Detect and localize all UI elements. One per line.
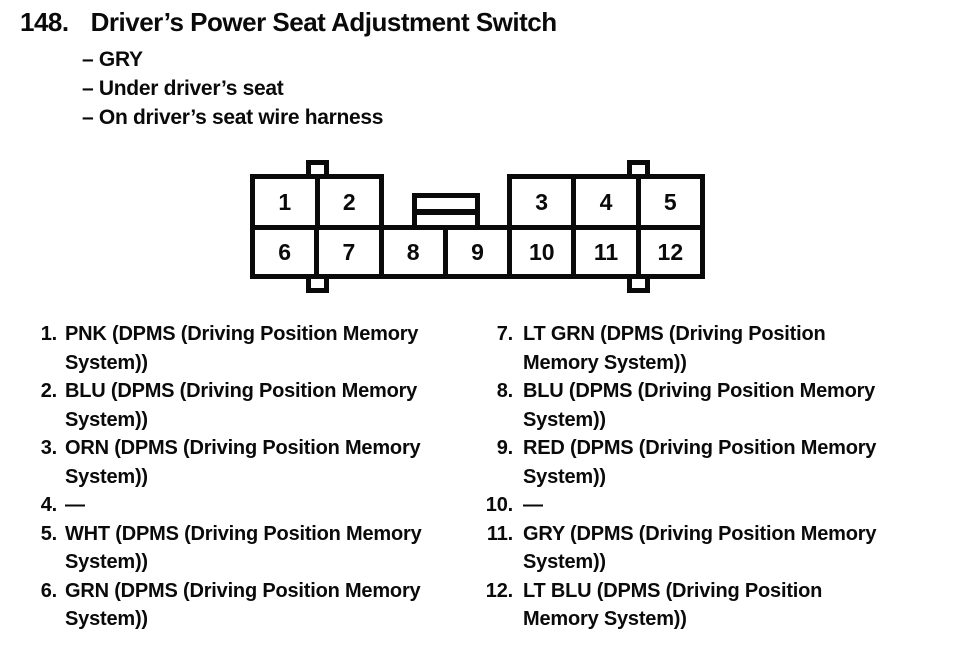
pin-number: 8. (496, 380, 513, 402)
connector-block-bottom: 6 7 8 9 10 11 12 (250, 225, 705, 279)
connector-pin-cell-11: 11 (571, 230, 635, 274)
connector-latch (412, 193, 480, 225)
item-number: 148. (20, 7, 69, 37)
pin-number: 3. (40, 437, 57, 459)
pin-number: 4. (40, 494, 57, 516)
detail-line-location: – Under driver’s seat (82, 77, 284, 100)
connector-pin-cell-8: 8 (378, 230, 443, 274)
connector-pin-cell-6: 6 (278, 238, 292, 265)
pin-item-4: 4. — (35, 491, 422, 520)
connector-pin-cell-5: 5 (635, 179, 700, 225)
pin-number: 2. (40, 380, 57, 402)
page-title: Driver’s Power Seat Adjustment Switch (90, 7, 558, 37)
connector-block-top-left: 1 2 (250, 174, 384, 225)
connector-diagram: 1 2 3 4 5 6 7 8 9 10 11 12 (250, 159, 705, 295)
connector-pin-cell-9: 9 (442, 230, 507, 274)
page-heading: 148. Driver’s Power Seat Adjustment Swit… (20, 7, 557, 37)
pin-description: — (65, 494, 85, 516)
pin-description: — (523, 494, 543, 516)
detail-line-color: – GRY (82, 48, 143, 71)
detail-line-harness: – On driver’s seat wire harness (82, 106, 384, 129)
pin-number: 12. (485, 579, 513, 602)
connector-pin-cell-7: 7 (314, 230, 378, 274)
pin-number: 10. (485, 494, 513, 516)
connector-latch-bar (417, 209, 475, 215)
pin-item-10: 10. — (481, 491, 876, 520)
pin-number: 1. (40, 323, 57, 345)
connector-pin-cell-4: 4 (571, 179, 635, 225)
detail-list: – GRY – Under driver’s seat – On driver’… (82, 45, 384, 132)
connector-pin-cell-10: 10 (507, 230, 571, 274)
connector-pin-cell-1: 1 (278, 188, 292, 215)
connector-pin-cell-12: 12 (635, 230, 700, 274)
pin-number: 7. (496, 323, 513, 345)
pin-number: 5. (40, 522, 57, 545)
pin-number: 9. (496, 437, 513, 459)
connector-block-top-right: 3 4 5 (507, 174, 705, 225)
connector-pin-cell-2: 2 (314, 179, 380, 225)
connector-pin-cell-3: 3 (535, 188, 549, 215)
pin-number: 11. (486, 522, 513, 545)
pin-number: 6. (40, 579, 57, 602)
